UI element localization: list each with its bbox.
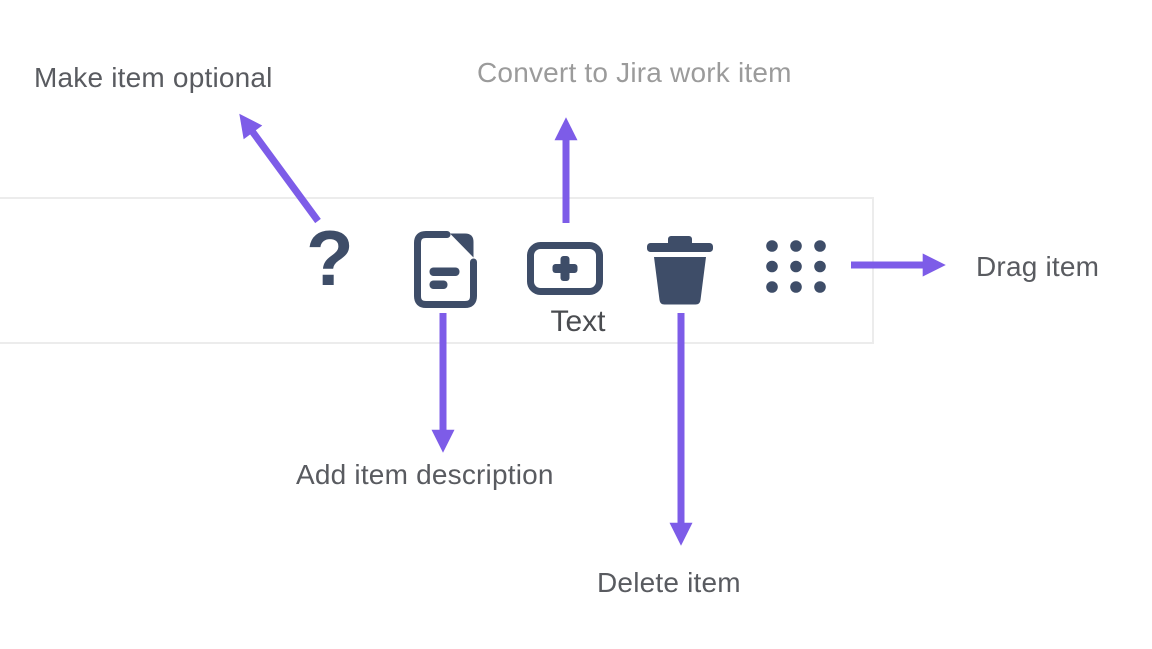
drag-dots-icon xyxy=(766,240,826,293)
drag-item-label: Drag item xyxy=(976,251,1100,282)
drag-handle[interactable] xyxy=(766,240,826,293)
plus-box-icon xyxy=(527,242,603,295)
convert-to-jira-label: Convert to Jira work item xyxy=(477,57,792,88)
add-item-description-label: Add item description xyxy=(296,459,554,490)
plus-box-caption: Text xyxy=(550,305,606,338)
convert-to-jira-button[interactable] xyxy=(527,242,603,295)
question-mark-icon[interactable]: ? xyxy=(306,214,354,302)
document-icon xyxy=(414,231,477,308)
delete-item-label: Delete item xyxy=(597,567,741,598)
make-item-optional-label: Make item optional xyxy=(34,62,273,93)
add-description-button[interactable] xyxy=(414,231,477,308)
delete-item-button[interactable] xyxy=(647,236,713,305)
trash-icon xyxy=(647,236,713,305)
